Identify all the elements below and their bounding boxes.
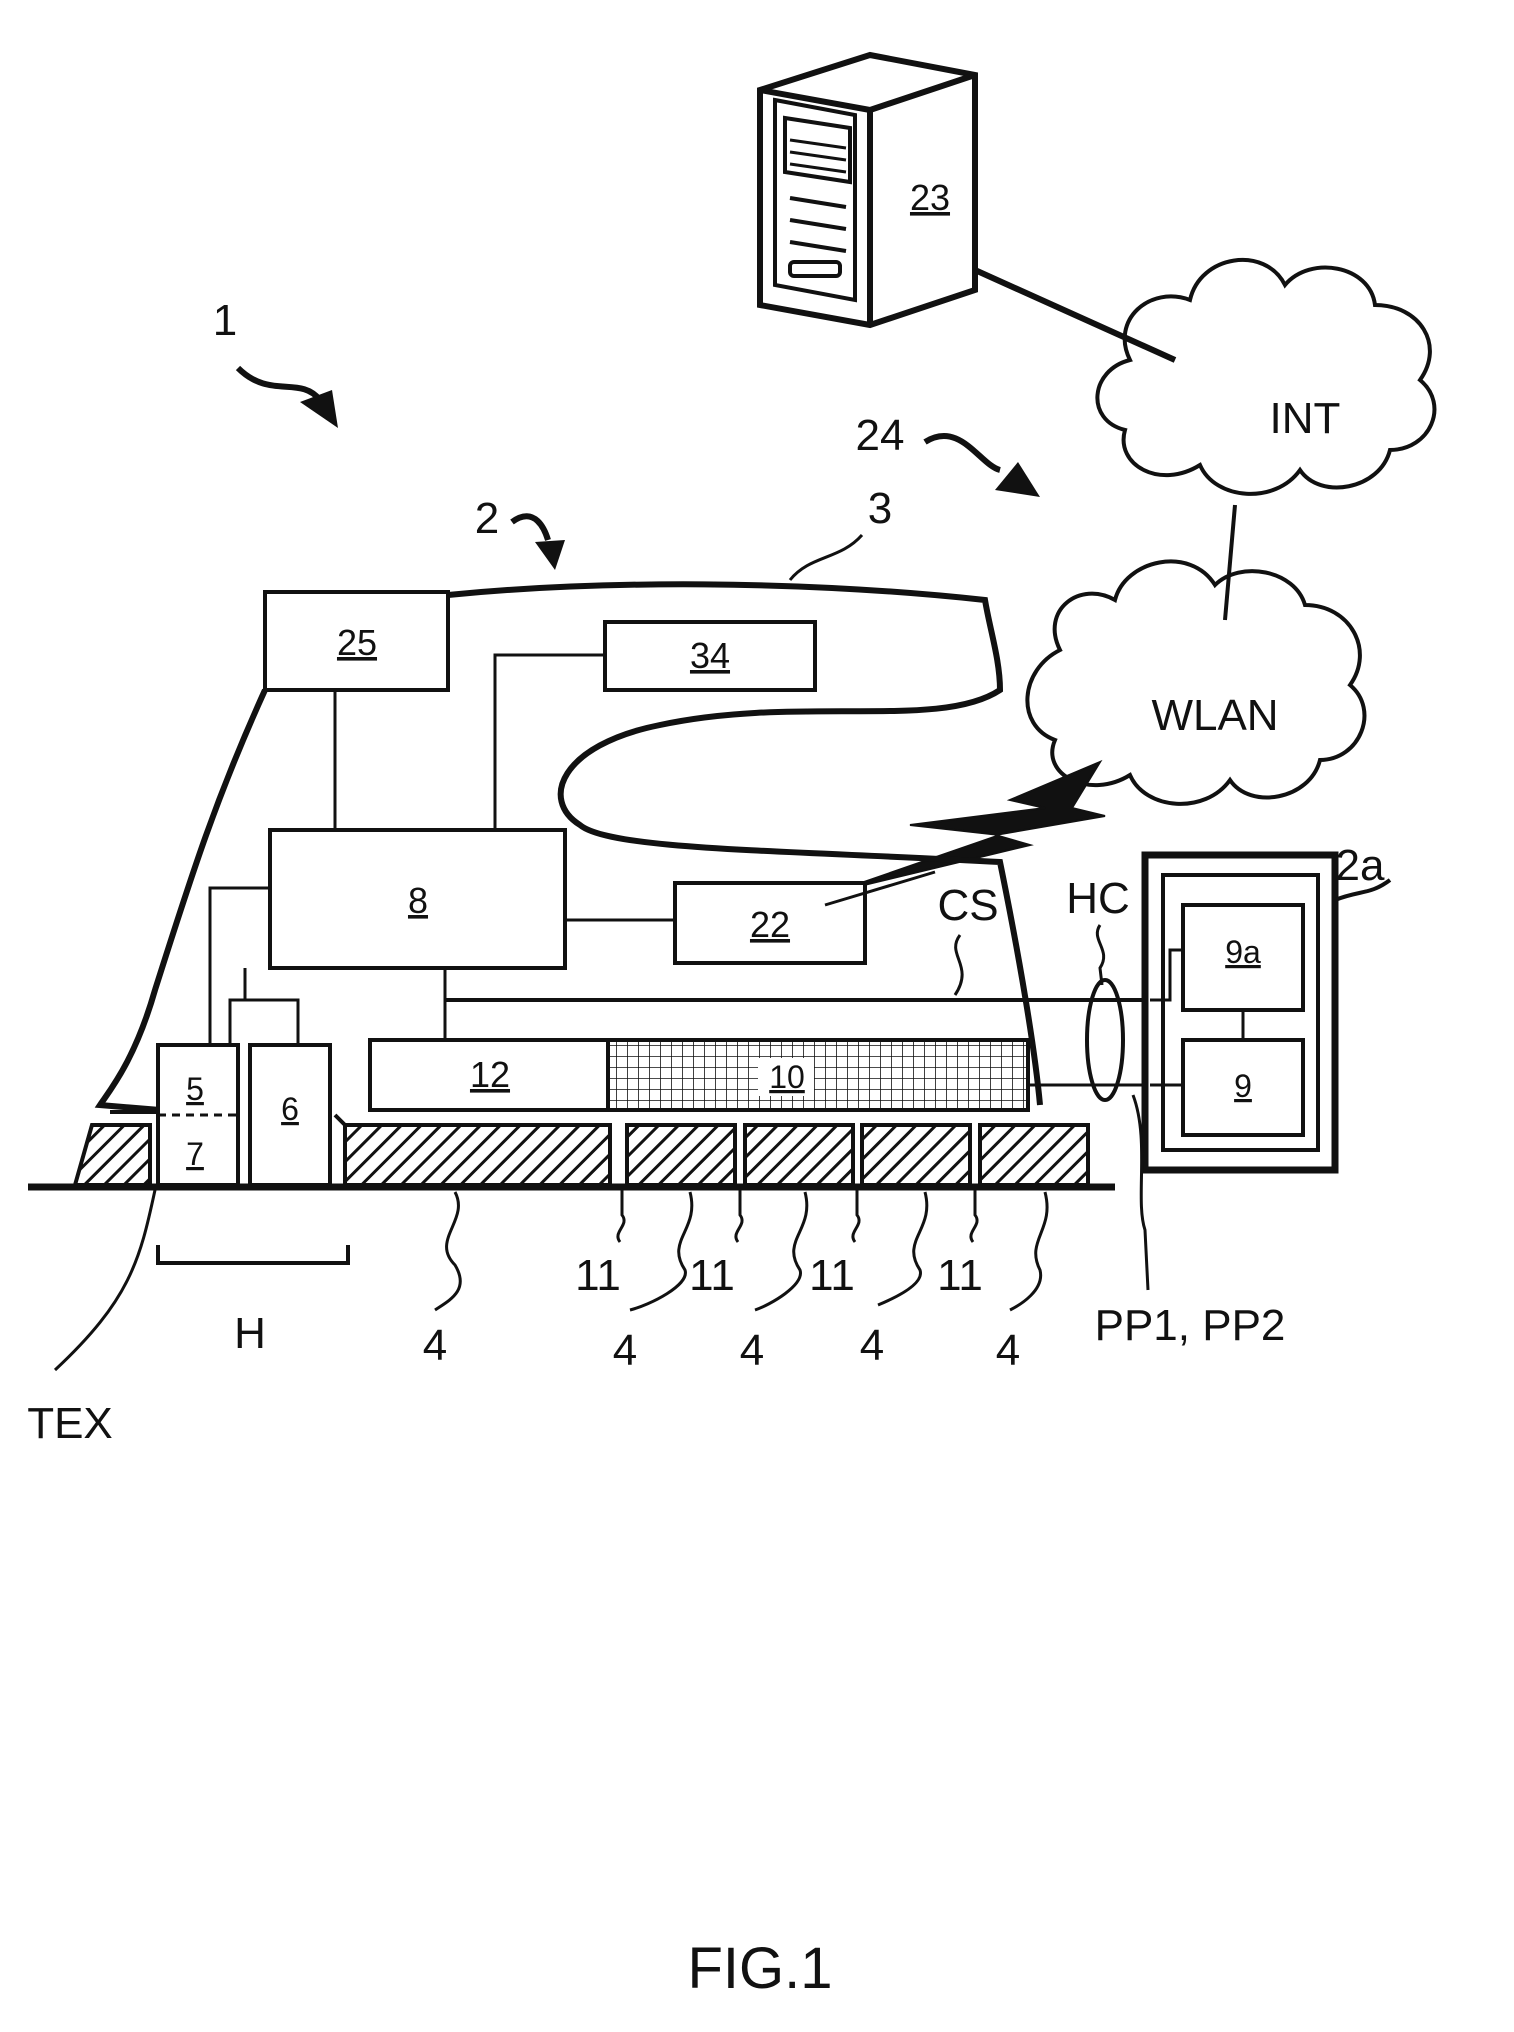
- tex-leader: [55, 1190, 155, 1370]
- box-34-label: 34: [690, 635, 730, 676]
- soleplate-edge: [335, 1115, 345, 1125]
- station-ref-label: 2a: [1336, 841, 1385, 890]
- box-25-label: 25: [337, 622, 377, 663]
- hc-label: HC: [1066, 874, 1130, 923]
- soleplate-segment-4: [862, 1125, 970, 1185]
- hc-leader: [1097, 925, 1103, 985]
- housing-ref-label: 3: [868, 484, 892, 533]
- link-8-5: [210, 888, 270, 1045]
- soleplate-segment-2: [627, 1125, 735, 1185]
- soleplate-tip: [75, 1125, 150, 1185]
- device-ref-arrow: [238, 368, 320, 400]
- device-ref-label: 1: [213, 296, 237, 345]
- soleplate-label-1: 4: [423, 1321, 447, 1370]
- box-10-label: 10: [769, 1059, 805, 1095]
- link-8-34: [495, 655, 605, 830]
- soleplate-label-3: 4: [740, 1326, 764, 1375]
- box-22-label: 22: [750, 904, 790, 945]
- wlan-cloud: [1027, 561, 1364, 803]
- nozzle-label-1: 11: [575, 1251, 621, 1300]
- soleplate-label-5: 4: [996, 1326, 1020, 1375]
- nozzle-leader-2: [736, 1190, 742, 1242]
- housing-ref-leader: [790, 535, 862, 580]
- box-7-label: 7: [186, 1136, 204, 1172]
- figure-caption: FIG.1: [687, 1936, 832, 2001]
- soleplate-label-4: 4: [860, 1321, 884, 1370]
- soleplate-segment-3: [745, 1125, 853, 1185]
- pp-label: PP1, PP2: [1095, 1301, 1286, 1350]
- cs-leader: [955, 935, 962, 995]
- soleplate-leader-5: [1010, 1192, 1047, 1310]
- box-6-label: 6: [281, 1091, 299, 1127]
- network-ref-label: 24: [856, 411, 905, 460]
- iron-ref-label: 2: [475, 494, 499, 543]
- iron-housing: [100, 584, 1040, 1110]
- nozzle-leader-3: [853, 1190, 859, 1242]
- wireless-signal: [835, 762, 1105, 892]
- box-5-label: 5: [186, 1071, 204, 1107]
- soleplate-leader-1: [435, 1192, 460, 1310]
- soleplate-segment-1: [345, 1125, 610, 1185]
- nozzle-leader-4: [971, 1190, 977, 1242]
- box-9a-label: 9a: [1225, 934, 1261, 970]
- nozzle-label-4: 11: [937, 1251, 983, 1300]
- nozzle-label-2: 11: [689, 1251, 735, 1300]
- soleplate-leader-2: [630, 1192, 692, 1310]
- tex-label: TEX: [27, 1399, 113, 1448]
- h-label: H: [234, 1309, 266, 1358]
- internet-cloud: [1097, 260, 1434, 494]
- box-10: [608, 1040, 1028, 1110]
- nozzle-label-3: 11: [809, 1251, 855, 1300]
- wlan-label: WLAN: [1151, 691, 1278, 740]
- server-label: 23: [910, 177, 950, 218]
- network-ref-arrow: [925, 436, 1000, 470]
- internet-wlan-link: [1225, 505, 1235, 620]
- box-8-label: 8: [408, 880, 428, 921]
- nozzle-leader-1: [618, 1190, 624, 1242]
- box-9-label: 9: [1234, 1068, 1252, 1104]
- server-internet-link: [975, 270, 1175, 360]
- box-12-label: 12: [470, 1054, 510, 1095]
- soleplate-leader-3: [755, 1192, 807, 1310]
- soleplate-label-2: 4: [613, 1326, 637, 1375]
- internet-label: INT: [1270, 394, 1341, 443]
- soleplate-segment-5: [980, 1125, 1088, 1185]
- cs-label: CS: [937, 881, 998, 930]
- iron-ref-arrow: [512, 516, 548, 540]
- soleplate-leader-4: [878, 1192, 927, 1305]
- link-5-6: [230, 1000, 298, 1045]
- h-bracket: [158, 1245, 348, 1263]
